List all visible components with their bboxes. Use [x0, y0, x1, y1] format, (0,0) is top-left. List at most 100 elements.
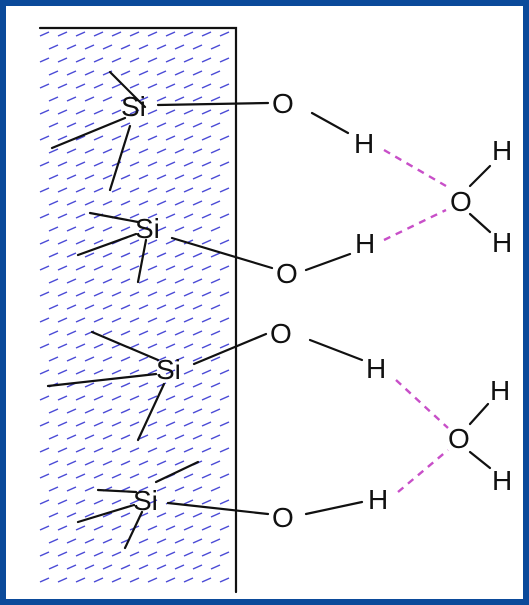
hatch-dash [84, 564, 95, 570]
hatch-dash [84, 408, 95, 414]
hatch-dash [174, 486, 185, 492]
si-3-bond-left [46, 372, 158, 388]
hatch-dash [156, 278, 167, 284]
hatch-dash [120, 434, 131, 440]
hatch-dash [66, 122, 77, 128]
water-1-oh-top [468, 164, 492, 188]
si-4-o-bond [166, 501, 270, 516]
hatch-dash [129, 31, 140, 37]
hatch-dash [165, 291, 176, 297]
hatch-dash [156, 226, 167, 232]
hatch-dash [66, 200, 77, 206]
hatch-dash [75, 395, 86, 401]
hatch-dash [210, 226, 221, 232]
hatch-dash [75, 57, 86, 63]
hatch-dash [192, 304, 203, 310]
si-4-bond-upper [96, 488, 138, 494]
hatch-dash [75, 499, 86, 505]
hatch-dash [66, 538, 77, 544]
hatch-dash [183, 369, 194, 375]
hatch-dash [219, 187, 230, 193]
hatch-dash [201, 577, 212, 583]
hatch-dash [210, 408, 221, 414]
hatch-dash [201, 343, 212, 349]
hatch-dash [66, 70, 77, 76]
hatch-dash [48, 44, 59, 50]
atom-water-2-h-top: H [490, 375, 510, 406]
hatch-dash [138, 356, 149, 362]
hatch-dash [66, 304, 77, 310]
hatch-dash [183, 473, 194, 479]
hatch-dash [129, 473, 140, 479]
hatch-dash [111, 31, 122, 37]
atom-water-1-h-bottom: H [492, 227, 512, 258]
hatch-dash [129, 109, 140, 115]
hatch-dash [48, 226, 59, 232]
hatch-dash [147, 31, 158, 37]
hatch-dash [174, 174, 185, 180]
hatch-dash [156, 460, 167, 466]
hatch-dash [75, 525, 86, 531]
hatch-dash [75, 369, 86, 375]
hatch-dash [147, 317, 158, 323]
hatch-dash [111, 135, 122, 141]
hatch-dash [201, 317, 212, 323]
hatch-dash [183, 213, 194, 219]
hatch-dash [57, 447, 68, 453]
hatch-dash [111, 473, 122, 479]
hatch-dash [219, 265, 230, 271]
hatch-dash [120, 304, 131, 310]
hatch-dash [120, 200, 131, 206]
hatch-dash [93, 135, 104, 141]
hatch-dash [156, 564, 167, 570]
water-molecule-2: O H H [395, 375, 512, 496]
hatch-dash [75, 317, 86, 323]
hatch-dash [183, 135, 194, 141]
hatch-dash [183, 161, 194, 167]
hatch-dash [84, 512, 95, 518]
hatch-dash [183, 187, 194, 193]
hatch-dash [210, 252, 221, 258]
hatch-dash [111, 109, 122, 115]
hatch-dash [102, 382, 113, 388]
hatch-dash [156, 304, 167, 310]
silanol-group-3: Si O H [46, 318, 386, 442]
hatch-dash [165, 161, 176, 167]
hatch-dash [183, 317, 194, 323]
hatch-dash [120, 122, 131, 128]
hatch-dash [156, 512, 167, 518]
atom-o-2: O [276, 258, 298, 289]
hatch-dash [57, 291, 68, 297]
hatch-dash [39, 551, 50, 557]
hatch-dash [192, 564, 203, 570]
hatch-dash [174, 96, 185, 102]
hatch-dash [165, 135, 176, 141]
hatch-dash [57, 473, 68, 479]
hatch-dash [165, 57, 176, 63]
hatch-dash [219, 213, 230, 219]
hatch-dash [219, 421, 230, 427]
atom-water-1-h-top: H [492, 135, 512, 166]
hatch-dash [138, 278, 149, 284]
hatch-dash [84, 174, 95, 180]
hatch-dash [129, 317, 140, 323]
hatch-dash [84, 356, 95, 362]
hatch-dash [174, 70, 185, 76]
atom-si-2: Si [135, 213, 160, 244]
hatch-dash [147, 525, 158, 531]
hatch-dash [39, 525, 50, 531]
hatch-dash [129, 135, 140, 141]
hatch-dash [138, 70, 149, 76]
hatch-dash [183, 31, 194, 37]
hatch-dash [111, 291, 122, 297]
atom-o-4: O [272, 502, 294, 533]
hatch-dash [201, 109, 212, 115]
hatch-dash [84, 538, 95, 544]
hatch-dash [210, 538, 221, 544]
hatch-dash [39, 369, 50, 375]
hatch-dash [147, 473, 158, 479]
hatch-dash [219, 109, 230, 115]
hatch-dash [48, 460, 59, 466]
hatch-dash [129, 395, 140, 401]
